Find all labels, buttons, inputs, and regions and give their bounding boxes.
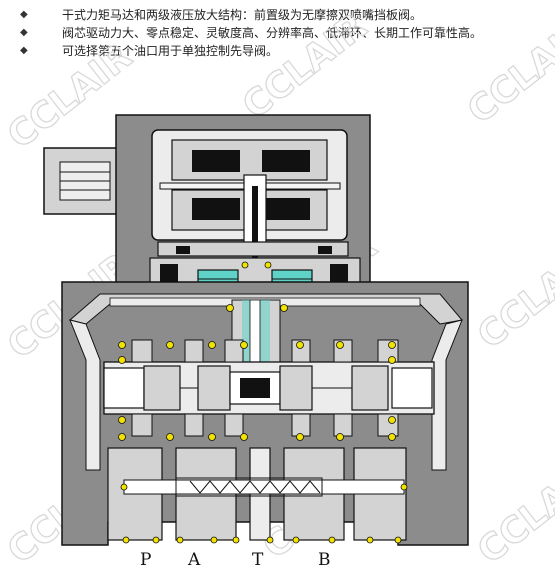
diamond-bullet-icon: ◆ bbox=[20, 27, 28, 38]
feature-list: ◆ 干式力矩马达和两级液压放大结构：前置级为无摩擦双喷嘴挡板阀。 ◆ 阀芯驱动力… bbox=[12, 6, 552, 60]
feature-text: 阀芯驱动力大、零点稳定、灵敏度高、分辨率高、低滞环、长期工作可靠性高。 bbox=[62, 26, 483, 40]
port-label-b: B bbox=[318, 550, 331, 570]
watermark: CCLAIR bbox=[235, 6, 374, 127]
watermark: CCLAIR bbox=[470, 236, 555, 357]
port-label-a: A bbox=[187, 550, 201, 570]
feature-text: 干式力矩马达和两级液压放大结构：前置级为无摩擦双喷嘴挡板阀。 bbox=[62, 8, 423, 22]
sub-plate bbox=[107, 447, 408, 544]
watermark: CCLAIR bbox=[470, 451, 555, 572]
feature-item: ◆ 阀芯驱动力大、零点稳定、灵敏度高、分辨率高、低滞环、长期工作可靠性高。 bbox=[12, 24, 552, 42]
port-label-p: P bbox=[140, 550, 151, 570]
torque-motor-cover bbox=[115, 114, 371, 296]
watermark: CCLAIR bbox=[460, 11, 555, 132]
diamond-bullet-icon: ◆ bbox=[20, 45, 28, 56]
diamond-bullet-icon: ◆ bbox=[20, 9, 28, 20]
feature-text: 可选择第五个油口用于单独控制先导阀。 bbox=[62, 44, 279, 58]
port-label-t: T bbox=[252, 550, 264, 570]
feature-item: ◆ 可选择第五个油口用于单独控制先导阀。 bbox=[12, 42, 552, 60]
feature-item: ◆ 干式力矩马达和两级液压放大结构：前置级为无摩擦双喷嘴挡板阀。 bbox=[12, 6, 552, 24]
